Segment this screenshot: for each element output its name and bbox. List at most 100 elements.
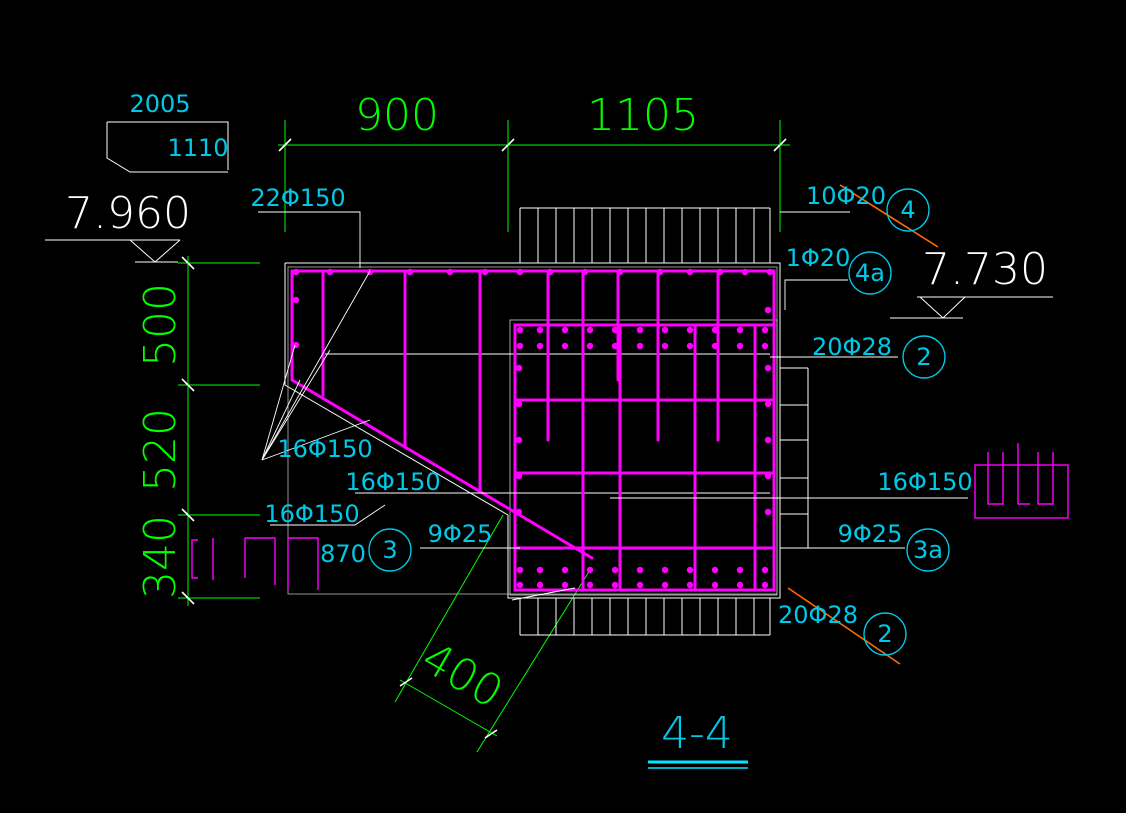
rebar-dot [561, 326, 569, 334]
rebar-dot [292, 296, 300, 304]
rebar-label-9phi25-left: 9Φ25 [428, 520, 493, 548]
svg-text:4a: 4a [855, 259, 885, 287]
rebar-dot [516, 581, 524, 589]
rebar-label-16phi150-right: 16Φ150 [877, 468, 972, 496]
section-title: 4-4 [661, 708, 733, 759]
rebar-dot [686, 342, 694, 350]
rebar-dot [736, 566, 744, 574]
dimension-900: 900 [355, 90, 439, 141]
svg-text:3a: 3a [913, 536, 943, 564]
rebar-dot [766, 268, 774, 276]
rebar-dot [764, 400, 772, 408]
rebar-dot [536, 581, 544, 589]
rebar-label-16phi150-c: 16Φ150 [264, 500, 359, 528]
rebar-dot [516, 342, 524, 350]
rebar-dot [661, 581, 669, 589]
rebar-dot [561, 581, 569, 589]
rebar-dot [515, 508, 523, 516]
rebar-dot [711, 566, 719, 574]
rebar-dot [764, 364, 772, 372]
callout-3a: 3a [906, 528, 950, 572]
rebar-dot [736, 326, 744, 334]
rebar-dot [661, 342, 669, 350]
rebar-dot [481, 268, 489, 276]
svg-text:3: 3 [382, 536, 397, 564]
callout-4a: 4a [848, 251, 892, 295]
rebar-dot [761, 581, 769, 589]
elevation-value-right: 7.730 [922, 244, 1048, 295]
rebar-dot [406, 268, 414, 276]
elevation-right: 7.730 [890, 244, 1053, 319]
elevation-value-left: 7.960 [65, 188, 191, 239]
callout-2-upper: 2 [902, 335, 946, 379]
rebar-dot [611, 566, 619, 574]
rebar-label-20phi28-lower: 20Φ28 [778, 601, 858, 629]
concrete-outline [284, 207, 809, 636]
rebar-dot [326, 268, 334, 276]
elevation-header-2005: 2005 [129, 90, 190, 118]
rebar-label-10phi20: 10Φ20 [806, 182, 886, 210]
rebar-dot [761, 342, 769, 350]
rebar-dot [292, 268, 300, 276]
callout-3: 3 [368, 528, 412, 572]
rebar-dot [661, 566, 669, 574]
rebar-dot [764, 436, 772, 444]
stirrup-length-870: 870 [320, 540, 366, 568]
rebar-dot [586, 566, 594, 574]
rebar-label-22phi150: 22Φ150 [250, 184, 345, 212]
rebar-label-16phi150-a: 16Φ150 [277, 435, 372, 463]
rebar-dot [711, 326, 719, 334]
rebar-dot [736, 581, 744, 589]
rebar-dot [515, 436, 523, 444]
rebar-dot [546, 268, 554, 276]
elevation-header-1110: 1110 [167, 134, 228, 162]
rebar-dot [716, 268, 724, 276]
leader-lines [258, 211, 968, 601]
rebar-dot [292, 341, 300, 349]
rebar-dot [611, 342, 619, 350]
callout-2-lower: 2 [863, 612, 907, 656]
dimension-1105: 1105 [587, 90, 699, 141]
rebar-dot [516, 268, 524, 276]
rebar-dot [686, 566, 694, 574]
rebar-dot [636, 566, 644, 574]
rebar-dot [711, 581, 719, 589]
rebar-dot [711, 342, 719, 350]
svg-text:2: 2 [916, 343, 931, 371]
rebar-dot [686, 326, 694, 334]
rebar-dot [761, 326, 769, 334]
rebar-dot [515, 364, 523, 372]
rebar-dot [536, 342, 544, 350]
dimension-lines [178, 120, 790, 753]
rebar-dot [636, 342, 644, 350]
rebar-dot [516, 566, 524, 574]
callout-4: 4 [886, 188, 930, 232]
rebar-cage [290, 269, 776, 592]
rebar-dot [686, 268, 694, 276]
section-cut-lines [787, 184, 939, 665]
rebar-dot [586, 326, 594, 334]
rebar-dot [736, 342, 744, 350]
rebar-dot [616, 268, 624, 276]
rebar-dot [515, 400, 523, 408]
rebar-dot [446, 268, 454, 276]
rebar-dot [581, 268, 589, 276]
rebar-dot [536, 326, 544, 334]
rebar-dot [686, 581, 694, 589]
svg-text:4: 4 [900, 196, 915, 224]
rebar-dot [561, 342, 569, 350]
rebar-dot [586, 581, 594, 589]
rebar-dot [536, 566, 544, 574]
svg-text:2: 2 [877, 620, 892, 648]
elevation-left: 2005 1110 7.960 [45, 90, 229, 263]
rebar-dot [515, 472, 523, 480]
rebar-dot [741, 268, 749, 276]
rebar-dot [611, 326, 619, 334]
rebar-label-16phi150-b: 16Φ150 [345, 468, 440, 496]
rebar-dot [656, 268, 664, 276]
rebar-dot [636, 581, 644, 589]
rebar-dot [764, 508, 772, 516]
rebar-dot [764, 306, 772, 314]
rebar-dot [661, 326, 669, 334]
